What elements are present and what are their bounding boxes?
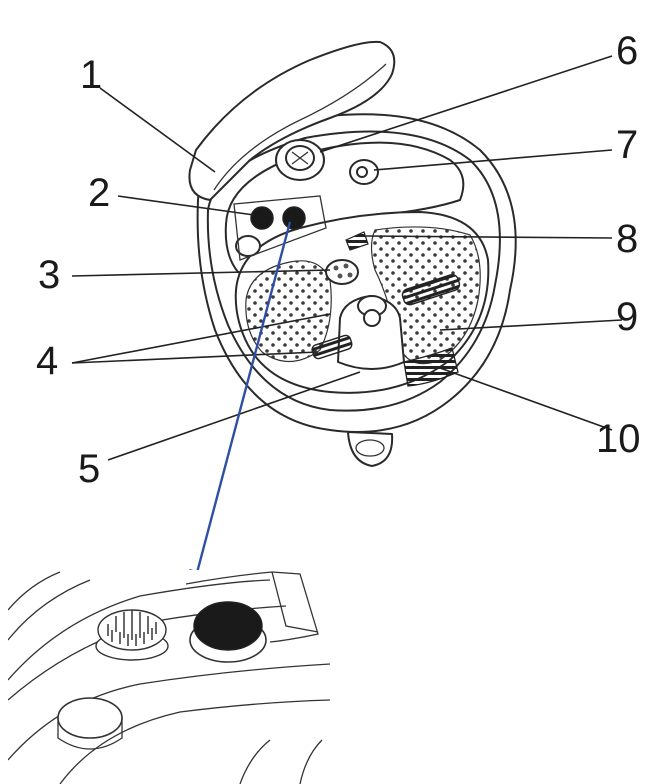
callout-9: 9 — [616, 295, 638, 339]
callout-4: 4 — [36, 339, 58, 383]
callout-1: 1 — [80, 53, 102, 97]
callout-7: 7 — [616, 123, 638, 167]
callout-10: 10 — [596, 417, 641, 461]
center-column — [337, 295, 405, 370]
spa-foot — [347, 431, 394, 467]
zoom-arrow — [189, 221, 292, 588]
callout-8: 8 — [616, 217, 638, 261]
callout-5: 5 — [78, 447, 100, 491]
attachment-pumice — [282, 206, 306, 230]
callout-2: 2 — [88, 171, 110, 215]
roller-right — [401, 273, 461, 306]
heater-grille — [403, 347, 459, 387]
zoom-roller — [57, 697, 123, 739]
splash-guard — [188, 40, 396, 201]
attachment-brush — [250, 206, 274, 230]
small-attachment — [345, 231, 369, 251]
callout-3: 3 — [38, 253, 60, 297]
attachment-roller — [235, 235, 261, 257]
callout-6: 6 — [616, 29, 638, 73]
leader-lines — [71, 55, 623, 461]
callout-numbers: 1 2 3 4 5 6 7 8 9 10 — [36, 29, 641, 491]
roller-left — [311, 334, 353, 360]
left-massage-zone — [245, 260, 332, 363]
foot-spa-body — [196, 113, 517, 467]
zoom-pumice — [193, 601, 263, 651]
zoom-inset — [8, 570, 330, 784]
bubble-nozzle — [325, 259, 359, 285]
